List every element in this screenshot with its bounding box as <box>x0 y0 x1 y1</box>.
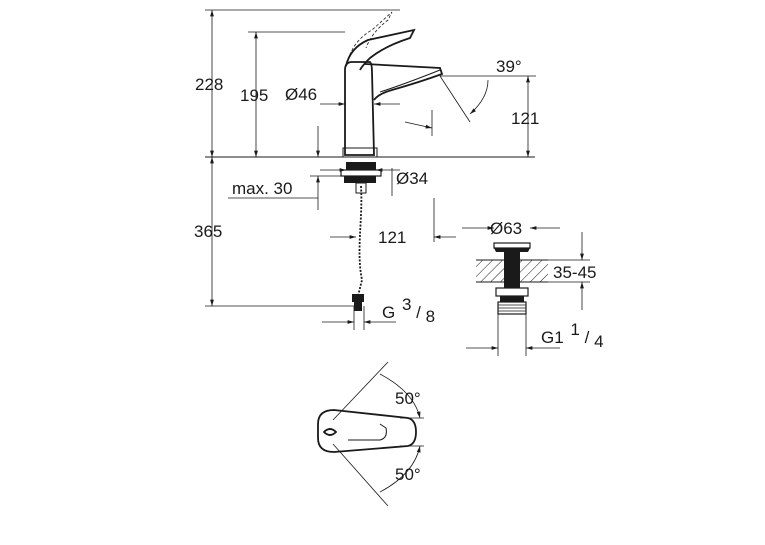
faucet-lever <box>345 28 416 71</box>
dim-spout-offset: 121 <box>378 228 406 247</box>
under-deck-assembly <box>340 162 382 311</box>
dim-swivel-right: 50° <box>395 465 421 484</box>
flexible-hose <box>357 185 363 297</box>
fixing-nut <box>346 162 376 170</box>
dim-spout-angle: 39° <box>496 57 522 76</box>
hose-fitting <box>352 294 364 302</box>
waste-valve: Ø63 35-45 G1 1 / 4 <box>462 219 604 356</box>
dim-body-diameter: Ø46 <box>285 85 317 104</box>
dimension-lines: 228 195 Ø46 39° 121 max. 30 Ø34 <box>194 9 539 330</box>
faucet-top-view: 50° 50° <box>317 361 424 507</box>
dim-waste-thread: G1 1 / 4 <box>541 320 604 351</box>
dim-swivel-left: 50° <box>395 389 421 408</box>
dim-total-height: 228 <box>195 75 223 94</box>
dim-waste-diameter: Ø63 <box>490 219 522 238</box>
dim-spout-height: 195 <box>240 86 268 105</box>
faucet-base <box>342 147 378 158</box>
waste-body <box>504 252 520 288</box>
threaded-rod <box>355 182 367 194</box>
dim-deck-thickness: max. 30 <box>232 179 292 198</box>
faucet-body <box>344 61 375 156</box>
top-view-outline <box>317 409 417 453</box>
faucet-lever-open <box>347 11 393 61</box>
dim-hose-diameter: Ø34 <box>396 169 428 188</box>
waste-cap <box>494 248 530 252</box>
faucet-spout <box>364 63 444 101</box>
dim-spout-reach: 121 <box>511 109 539 128</box>
dim-below-deck: 365 <box>194 222 222 241</box>
faucet-side-view <box>205 11 535 158</box>
dim-connection-thread: G 3 / 8 <box>382 295 435 326</box>
basin-section <box>476 260 506 282</box>
dim-waste-range: 35-45 <box>553 263 596 282</box>
